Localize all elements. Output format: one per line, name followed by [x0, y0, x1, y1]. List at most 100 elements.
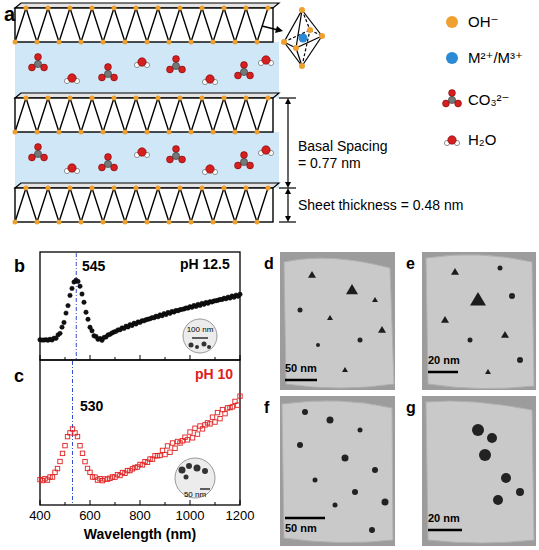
- water-symbol: [202, 165, 217, 175]
- legend-swatch: [446, 52, 458, 64]
- hydroxide-dot: [145, 40, 150, 45]
- hydroxide-dot: [57, 220, 62, 225]
- data-point: [223, 411, 227, 415]
- nanoparticle: [342, 455, 349, 462]
- scale-label: 50 nm: [285, 522, 317, 535]
- data-point: [170, 441, 174, 445]
- hydroxide-dot: [101, 130, 106, 135]
- hydroxide-dot: [200, 96, 205, 101]
- scale-label: 50 nm: [285, 362, 317, 375]
- data-point: [62, 320, 66, 324]
- hydroxide-dot: [46, 186, 51, 191]
- octahedra-edges: [15, 188, 268, 222]
- peak-value: 530: [80, 398, 103, 415]
- panel-letter: b: [14, 256, 25, 278]
- nanoparticle: [485, 369, 491, 374]
- axis-tick: [115, 357, 116, 360]
- axis-tick: [40, 355, 41, 360]
- tem-inset: [183, 319, 217, 353]
- octahedron-edge: [284, 42, 302, 66]
- hydroxide-dot: [211, 220, 216, 225]
- hydroxide-dot: [244, 186, 249, 191]
- water-symbol: [444, 136, 459, 146]
- nanoparticle: [297, 442, 303, 448]
- data-point: [88, 470, 92, 474]
- carbonate-symbol: [99, 64, 118, 81]
- nanoparticle: [189, 343, 194, 348]
- axis-tick: [140, 500, 141, 505]
- axis-tick: [65, 502, 66, 505]
- panel-letter: e: [406, 254, 415, 273]
- hydroxide-dot: [112, 6, 117, 11]
- hydroxide-dot: [35, 40, 40, 45]
- hydroxide-dot: [222, 6, 227, 11]
- axis-tick-label: 600: [79, 508, 101, 524]
- axis-tick: [90, 355, 91, 360]
- data-point: [213, 420, 217, 424]
- data-point: [185, 438, 189, 442]
- hydroxide-dot: [244, 6, 249, 11]
- dimension-label: Basal Spacing = 0.77 nm: [298, 138, 398, 172]
- axis-tick: [165, 357, 166, 360]
- water-symbol: [64, 164, 79, 174]
- condition-label: pH 12.5: [180, 256, 230, 273]
- data-point: [58, 459, 62, 463]
- hydroxide-dot: [266, 6, 271, 11]
- carbonate-symbol: [235, 62, 254, 79]
- hydroxide-dot: [233, 130, 238, 135]
- nanoparticle: [195, 345, 199, 349]
- data-point: [86, 317, 90, 321]
- scale-bar: [285, 517, 325, 520]
- nanoparticle: [358, 338, 363, 343]
- tem-image: [422, 252, 536, 390]
- nanoparticle: [298, 308, 303, 313]
- hydroxide-dot: [222, 96, 227, 101]
- data-point: [66, 303, 70, 307]
- plot-frame: [40, 360, 240, 505]
- octahedra-edges: [15, 98, 268, 132]
- condition-label: pH 10: [195, 366, 233, 383]
- hydroxide-dot: [266, 186, 271, 191]
- tem-image: [280, 396, 395, 546]
- data-point: [195, 432, 199, 436]
- oxygen-atom: [105, 154, 112, 161]
- data-point: [168, 450, 172, 454]
- data-point: [190, 436, 194, 440]
- plot-frame: [40, 252, 240, 360]
- hydroxide-dot: [178, 6, 183, 11]
- axis-tick: [190, 355, 191, 360]
- hydroxide-dot: [79, 220, 84, 225]
- data-point: [163, 452, 167, 456]
- carbonate-symbol: [99, 154, 118, 171]
- scale-label: 100 nm: [187, 325, 214, 335]
- nanoparticle: [501, 331, 509, 338]
- hydroxide-dot: [156, 186, 161, 191]
- hydroxide-dot: [307, 27, 313, 33]
- nanoparticle: [470, 292, 486, 306]
- oxygen-atom: [262, 146, 270, 154]
- data-point: [63, 443, 67, 447]
- hydroxide-dot: [281, 39, 287, 45]
- octahedron-edge: [302, 10, 322, 36]
- hydroxide-dot: [112, 96, 117, 101]
- hydroxide-dot: [244, 96, 249, 101]
- hydroxide-dot: [24, 6, 29, 11]
- sheet-body: [15, 8, 273, 42]
- carbon-atom: [104, 160, 111, 167]
- dimension-line: [287, 192, 288, 218]
- oxygen-atom: [206, 75, 214, 83]
- data-point: [76, 279, 80, 283]
- sheet-top-face: [15, 3, 279, 8]
- water-symbol: [134, 148, 149, 158]
- axis-tick: [40, 500, 41, 505]
- panel-letter: c: [14, 366, 24, 388]
- axis-title: Wavelength (nm): [84, 526, 196, 543]
- hydroxide-dot: [68, 6, 73, 11]
- hydroxide-dot: [13, 40, 18, 45]
- hydroxide-dot: [189, 40, 194, 45]
- oxygen-atom: [35, 54, 42, 61]
- hydroxide-dot: [13, 220, 18, 225]
- carbon-atom: [240, 158, 247, 165]
- hydroxide-dot: [35, 130, 40, 135]
